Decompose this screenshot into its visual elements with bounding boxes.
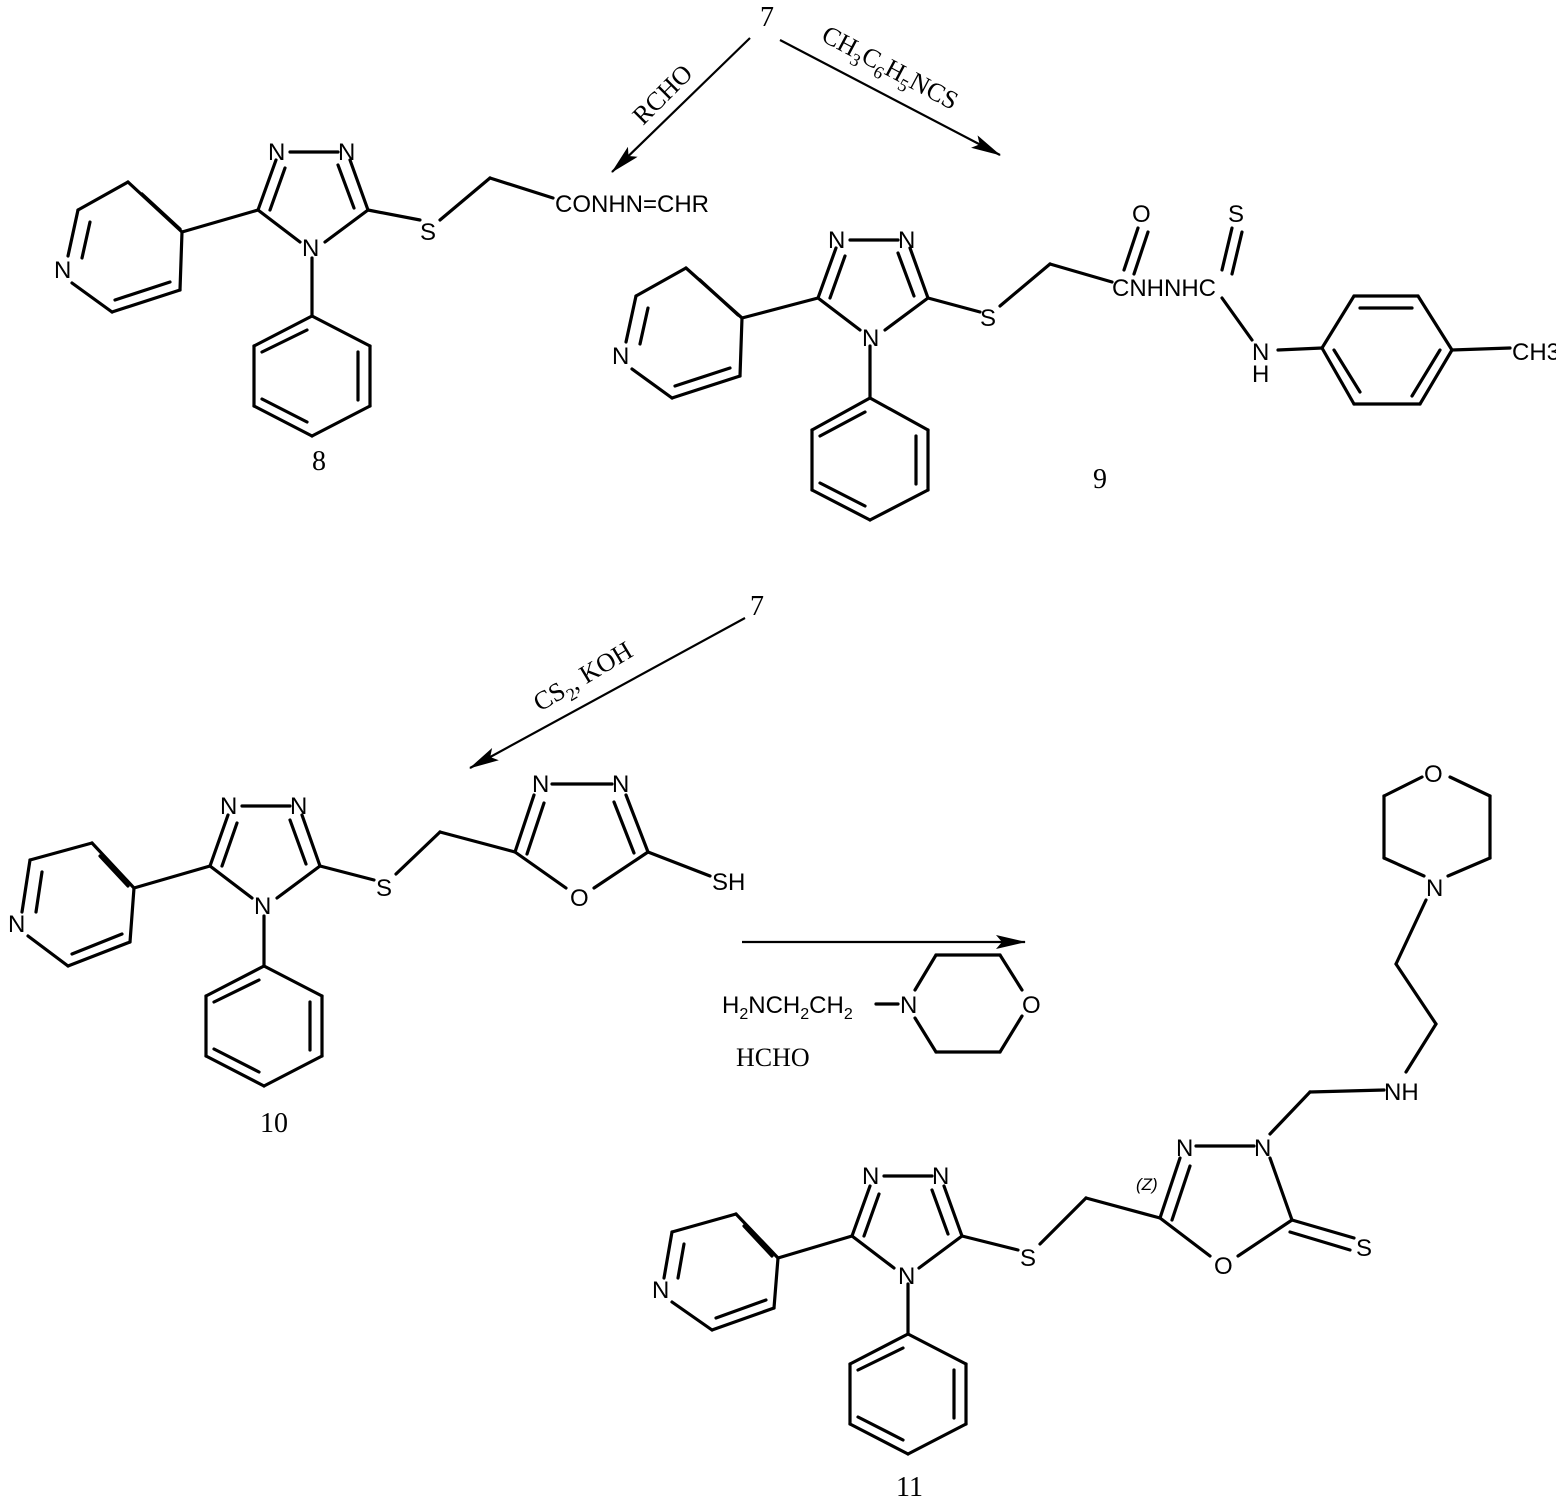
c9-pyridine-n: N: [612, 343, 629, 370]
c11-thione-s: S: [1356, 1235, 1372, 1262]
c11-morpholine-n: N: [1426, 875, 1443, 902]
c9-thione-s: S: [1228, 201, 1244, 228]
c10-oxadiazole-o: O: [570, 885, 589, 912]
arrow-to-10: [469, 617, 746, 769]
c8-n1: N: [268, 139, 285, 166]
compound-8-label: 8: [312, 446, 326, 477]
c10-n2: N: [290, 793, 307, 820]
c9-chain: CNHNHC: [1112, 275, 1216, 302]
c9-s: S: [980, 305, 996, 332]
c11-stereo-descriptor: (Z): [1136, 1175, 1158, 1194]
c9-methyl: CH3: [1512, 339, 1556, 366]
compound-10-label: 10: [260, 1108, 288, 1139]
compound-10: N N N N S N N O SH 10: [8, 771, 745, 1139]
c8-pyridine-n: N: [54, 257, 71, 284]
c10-oxadiazole-n1: N: [532, 771, 549, 798]
reagent-cs2-koh: CS2, KOH: [528, 635, 640, 721]
c9-n1: N: [828, 227, 845, 254]
amine-formula: H2NCH2CH2: [722, 992, 853, 1023]
c11-oxadiazole-n1: N: [1176, 1135, 1193, 1162]
c11-n1: N: [862, 1163, 879, 1190]
compound-9: N N N N S O S CNHNHC N H CH3 9: [612, 201, 1556, 522]
c10-oxadiazole-n2: N: [612, 771, 629, 798]
reagent-aminoethylmorpholine: H2NCH2CH2 N O: [722, 953, 1041, 1054]
c10-s: S: [376, 875, 392, 902]
reactant-7-label-second: 7: [750, 591, 764, 622]
c11-pyridine-n: N: [652, 1277, 669, 1304]
amine-n: N: [900, 992, 917, 1019]
compound-8: N N N N S CONHN=CHR 8: [54, 139, 709, 477]
c10-thiol: SH: [712, 869, 745, 896]
c11-s: S: [1020, 1245, 1036, 1272]
c8-s: S: [420, 219, 436, 246]
compound-11-label: 11: [896, 1472, 923, 1502]
c9-carbonyl-o: O: [1132, 201, 1151, 228]
c11-nh: NH: [1384, 1079, 1419, 1106]
c9-n2: N: [898, 227, 915, 254]
c8-n4: N: [302, 235, 319, 262]
c9-nh-n: N: [1252, 339, 1269, 366]
c11-n2: N: [932, 1163, 949, 1190]
arrow-to-8: [611, 37, 751, 173]
amine-o: O: [1022, 992, 1041, 1019]
c9-nh-h: H: [1252, 361, 1269, 388]
reactant-7-label: 7: [760, 2, 774, 33]
c8-hydrazone: CONHN=CHR: [555, 191, 709, 218]
c10-n4: N: [254, 893, 271, 920]
compound-11: N N N N S N N O S (Z) NH N O 11: [652, 761, 1492, 1502]
c11-oxadiazole-o: O: [1214, 1253, 1233, 1280]
c11-n4: N: [898, 1263, 915, 1290]
c11-morpholine-o: O: [1424, 761, 1443, 788]
c8-n2: N: [338, 139, 355, 166]
reagent-rcho: RCHO: [627, 59, 699, 131]
reagent-hcho: HCHO: [736, 1043, 810, 1072]
c9-n4: N: [862, 325, 879, 352]
c10-pyridine-n: N: [8, 911, 25, 938]
compound-9-label: 9: [1093, 464, 1107, 495]
arrow-to-9: [779, 39, 1001, 156]
c11-oxadiazole-n2: N: [1254, 1135, 1271, 1162]
c10-n1: N: [220, 793, 237, 820]
